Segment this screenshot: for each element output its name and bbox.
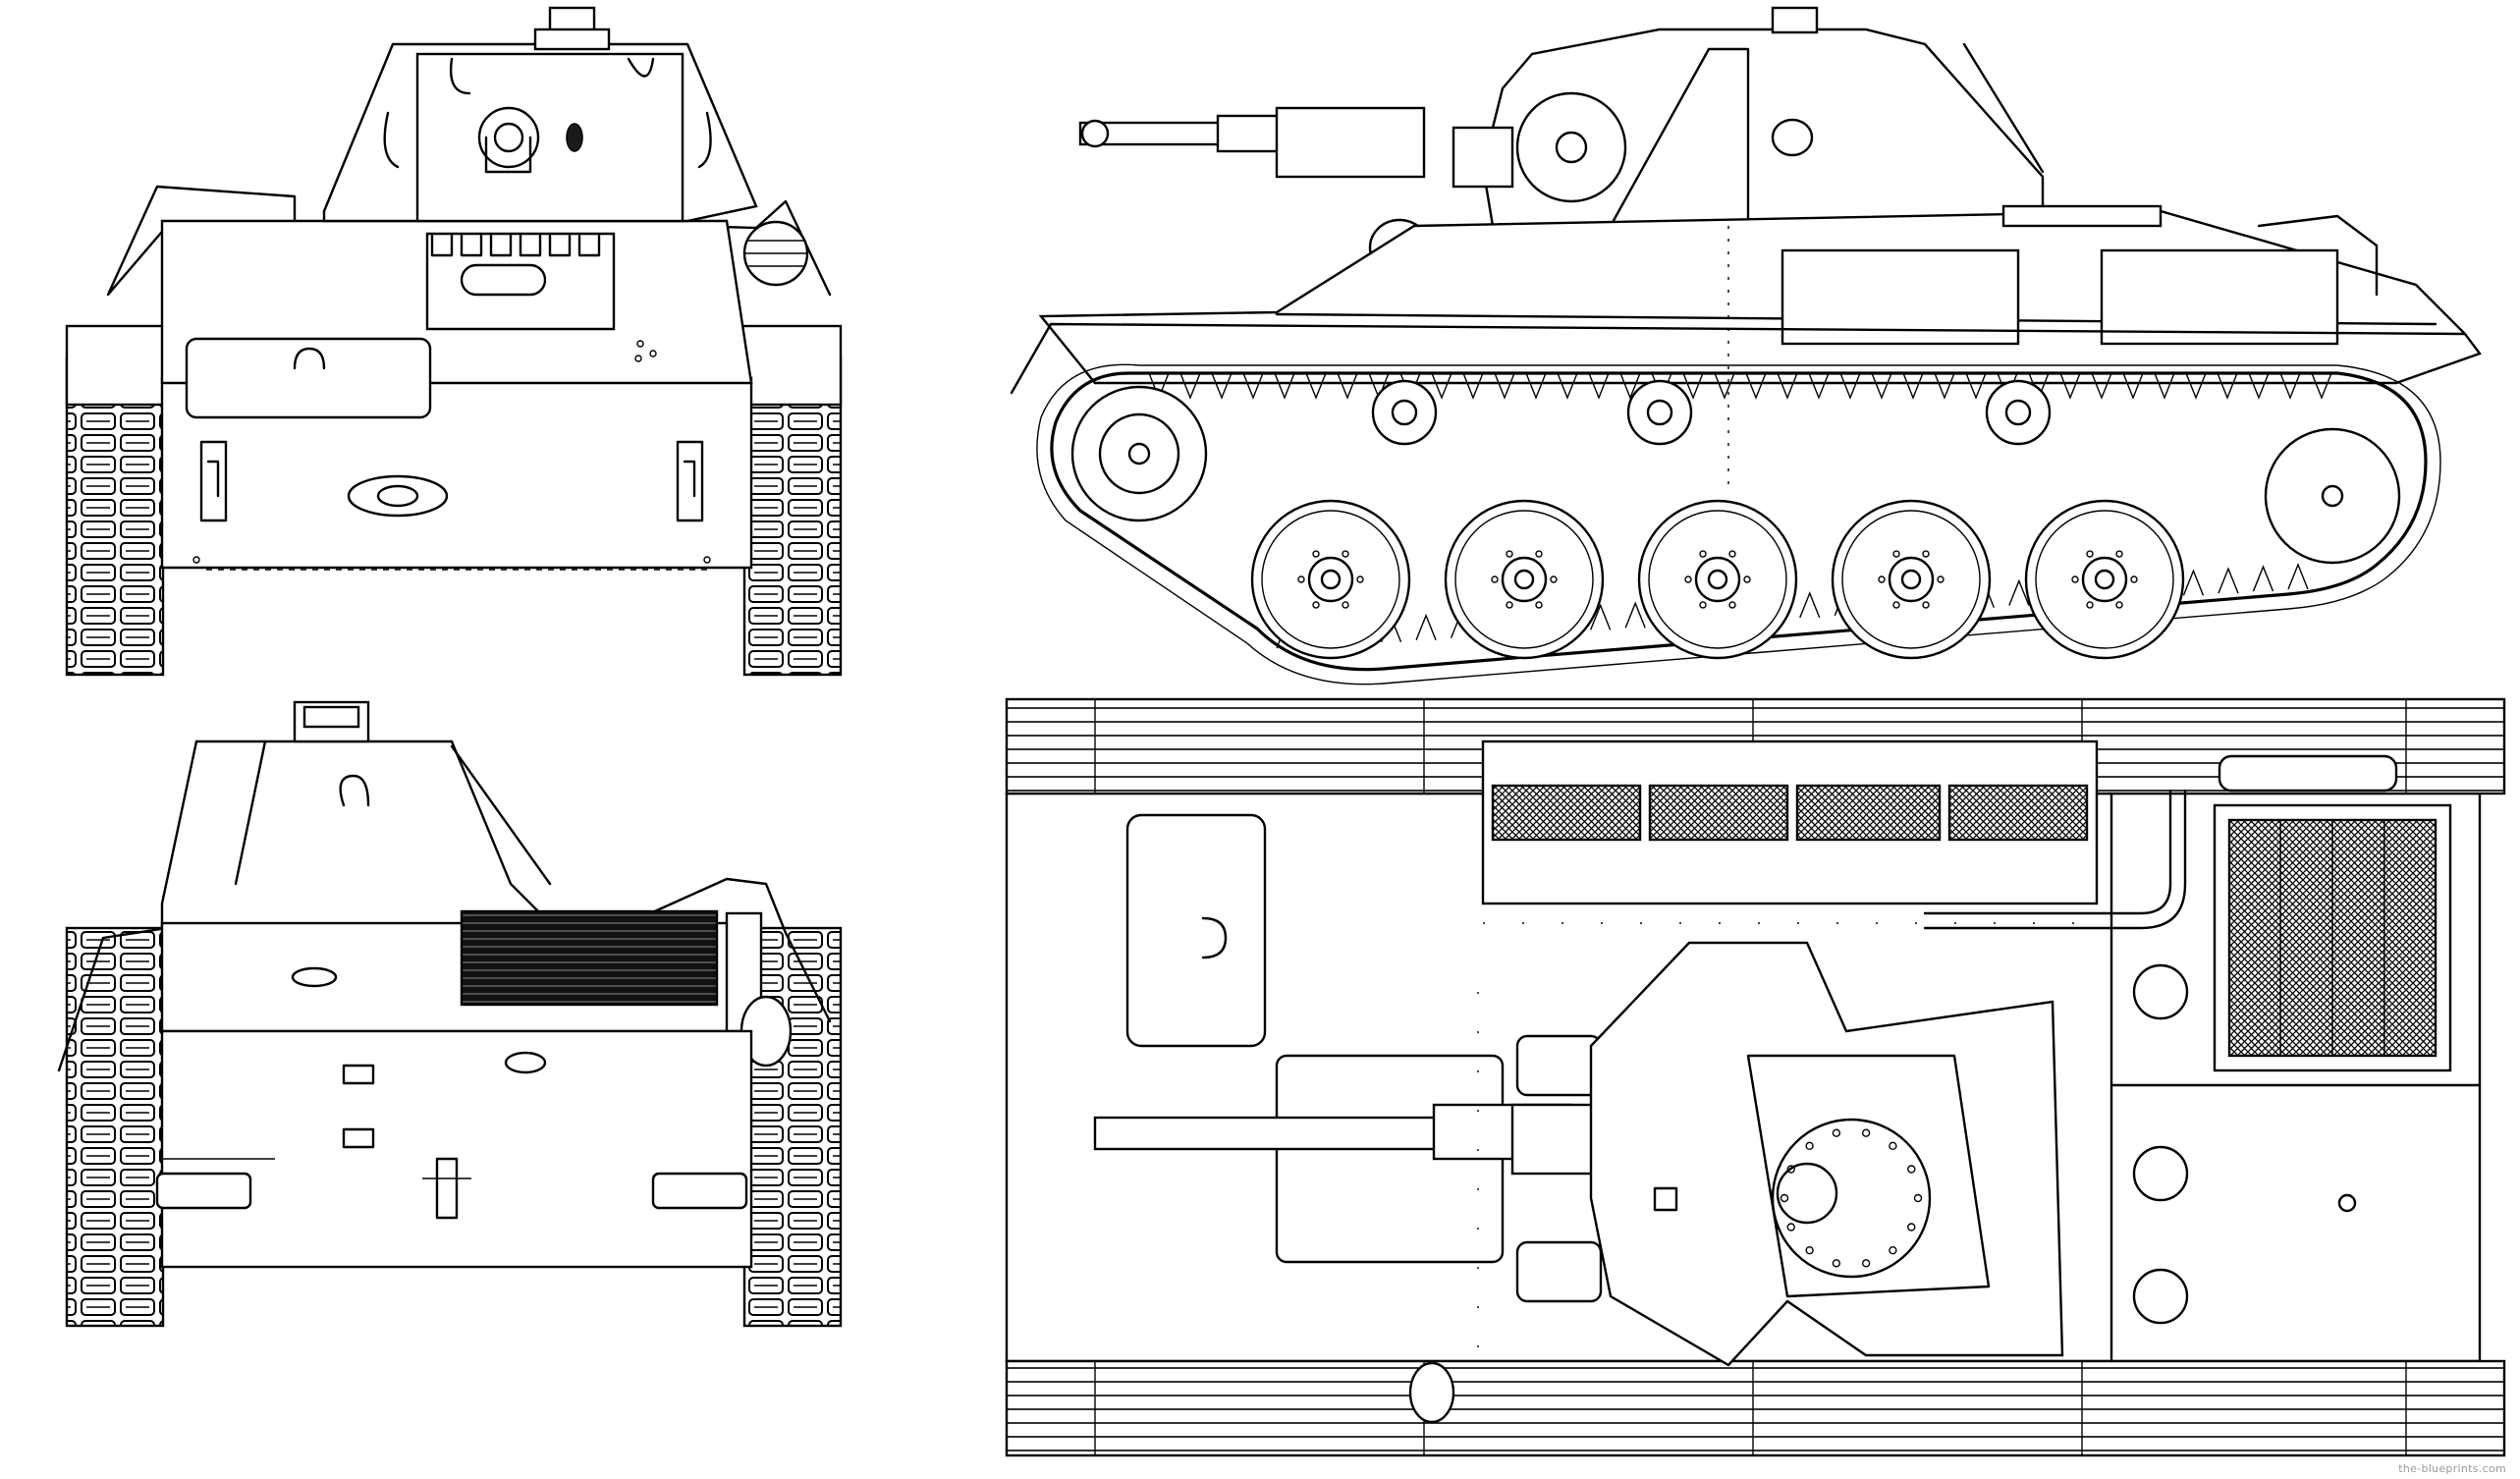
rear-radiator-grille xyxy=(460,909,719,1007)
top-hatch-bolts xyxy=(1780,1128,1923,1268)
hatch-bolt xyxy=(1805,1141,1814,1151)
track-tooth xyxy=(1525,372,1547,400)
track-tooth xyxy=(1902,372,1924,400)
track-tooth xyxy=(1274,372,1295,400)
track-tooth xyxy=(1337,372,1358,400)
top-driver-hatch xyxy=(1125,813,1267,1048)
track-tooth xyxy=(2122,372,2144,400)
hatch-bolt xyxy=(1913,1193,1923,1203)
track-tooth xyxy=(2182,569,2205,596)
side-track xyxy=(1050,371,2428,672)
front-left-track xyxy=(65,356,165,677)
top-commander-hatch xyxy=(1771,1118,1932,1279)
track-tooth xyxy=(2091,372,2112,400)
hatch-bolt xyxy=(1780,1193,1789,1203)
track-tooth xyxy=(1415,613,1437,640)
hatch-bolt xyxy=(1889,1245,1897,1255)
watermark: the-blueprints.com xyxy=(2398,1462,2506,1475)
track-tooth xyxy=(2287,563,2309,590)
track-tooth xyxy=(1682,372,1704,400)
rear-view xyxy=(57,700,843,1328)
track-tooth xyxy=(1211,372,1233,400)
track-tooth xyxy=(2248,372,2270,400)
hatch-bolt xyxy=(1832,1259,1841,1268)
track-tooth xyxy=(1714,372,1735,400)
road-wheel xyxy=(2024,499,2185,660)
track-tooth xyxy=(2218,567,2239,594)
side-road-wheels xyxy=(1250,499,2185,660)
road-wheel xyxy=(1831,499,1992,660)
hatch-bolt xyxy=(1786,1165,1795,1174)
hatch-bolt xyxy=(1861,1259,1871,1268)
track-tooth xyxy=(1799,591,1821,619)
road-wheel xyxy=(1250,499,1411,660)
hatch-bolt xyxy=(1786,1223,1795,1232)
front-transmission-hatch xyxy=(185,337,432,419)
track-tooth xyxy=(1462,372,1484,400)
side-return-rollers xyxy=(1371,379,2052,446)
track-tooth xyxy=(2217,372,2238,400)
return-roller xyxy=(1626,379,1693,446)
hatch-bolt xyxy=(1805,1245,1814,1255)
track-tooth xyxy=(1242,372,1264,400)
track-tooth xyxy=(1557,372,1578,400)
track-tooth xyxy=(1745,372,1767,400)
rear-turret xyxy=(160,740,553,930)
track-tooth xyxy=(1839,372,1861,400)
hatch-bolt xyxy=(1907,1165,1916,1174)
top-view xyxy=(1005,697,2506,1457)
track-tooth xyxy=(2311,372,2332,400)
track-tooth xyxy=(1588,372,1610,400)
track-tooth xyxy=(1871,372,1892,400)
hatch-bolt xyxy=(1861,1128,1871,1137)
track-tooth xyxy=(1179,372,1201,400)
hatch-bolt xyxy=(1907,1223,1916,1232)
track-tooth xyxy=(1624,601,1646,629)
track-tooth xyxy=(1305,372,1327,400)
track-tooth xyxy=(1965,372,1987,400)
front-view xyxy=(65,6,843,677)
road-wheel xyxy=(1444,499,1605,660)
track-tooth xyxy=(2154,372,2175,400)
return-roller xyxy=(1371,379,1438,446)
track-tooth xyxy=(2185,372,2207,400)
track-tooth xyxy=(2279,372,2301,400)
track-tooth xyxy=(1777,372,1798,400)
track-tooth xyxy=(1590,603,1612,630)
track-tooth xyxy=(2252,565,2274,592)
rear-lower-hull xyxy=(160,1029,753,1269)
track-tooth xyxy=(2059,372,2081,400)
track-tooth xyxy=(1934,372,1955,400)
front-right-track xyxy=(742,356,843,677)
hatch-bolt xyxy=(1832,1128,1841,1137)
rear-left-track xyxy=(65,926,165,1328)
top-right-track-strip xyxy=(1005,1359,2506,1457)
track-tooth xyxy=(1431,372,1452,400)
return-roller xyxy=(1985,379,2052,446)
side-turret xyxy=(1481,27,2045,233)
hatch-bolt xyxy=(1889,1141,1897,1151)
road-wheel xyxy=(1637,499,1798,660)
track-tooth xyxy=(1808,372,1830,400)
track-tooth xyxy=(1619,372,1641,400)
side-view xyxy=(1010,6,2482,685)
track-tooth xyxy=(1494,372,1515,400)
top-gun-barrel xyxy=(1093,1116,1441,1151)
track-tooth xyxy=(2008,578,2030,606)
